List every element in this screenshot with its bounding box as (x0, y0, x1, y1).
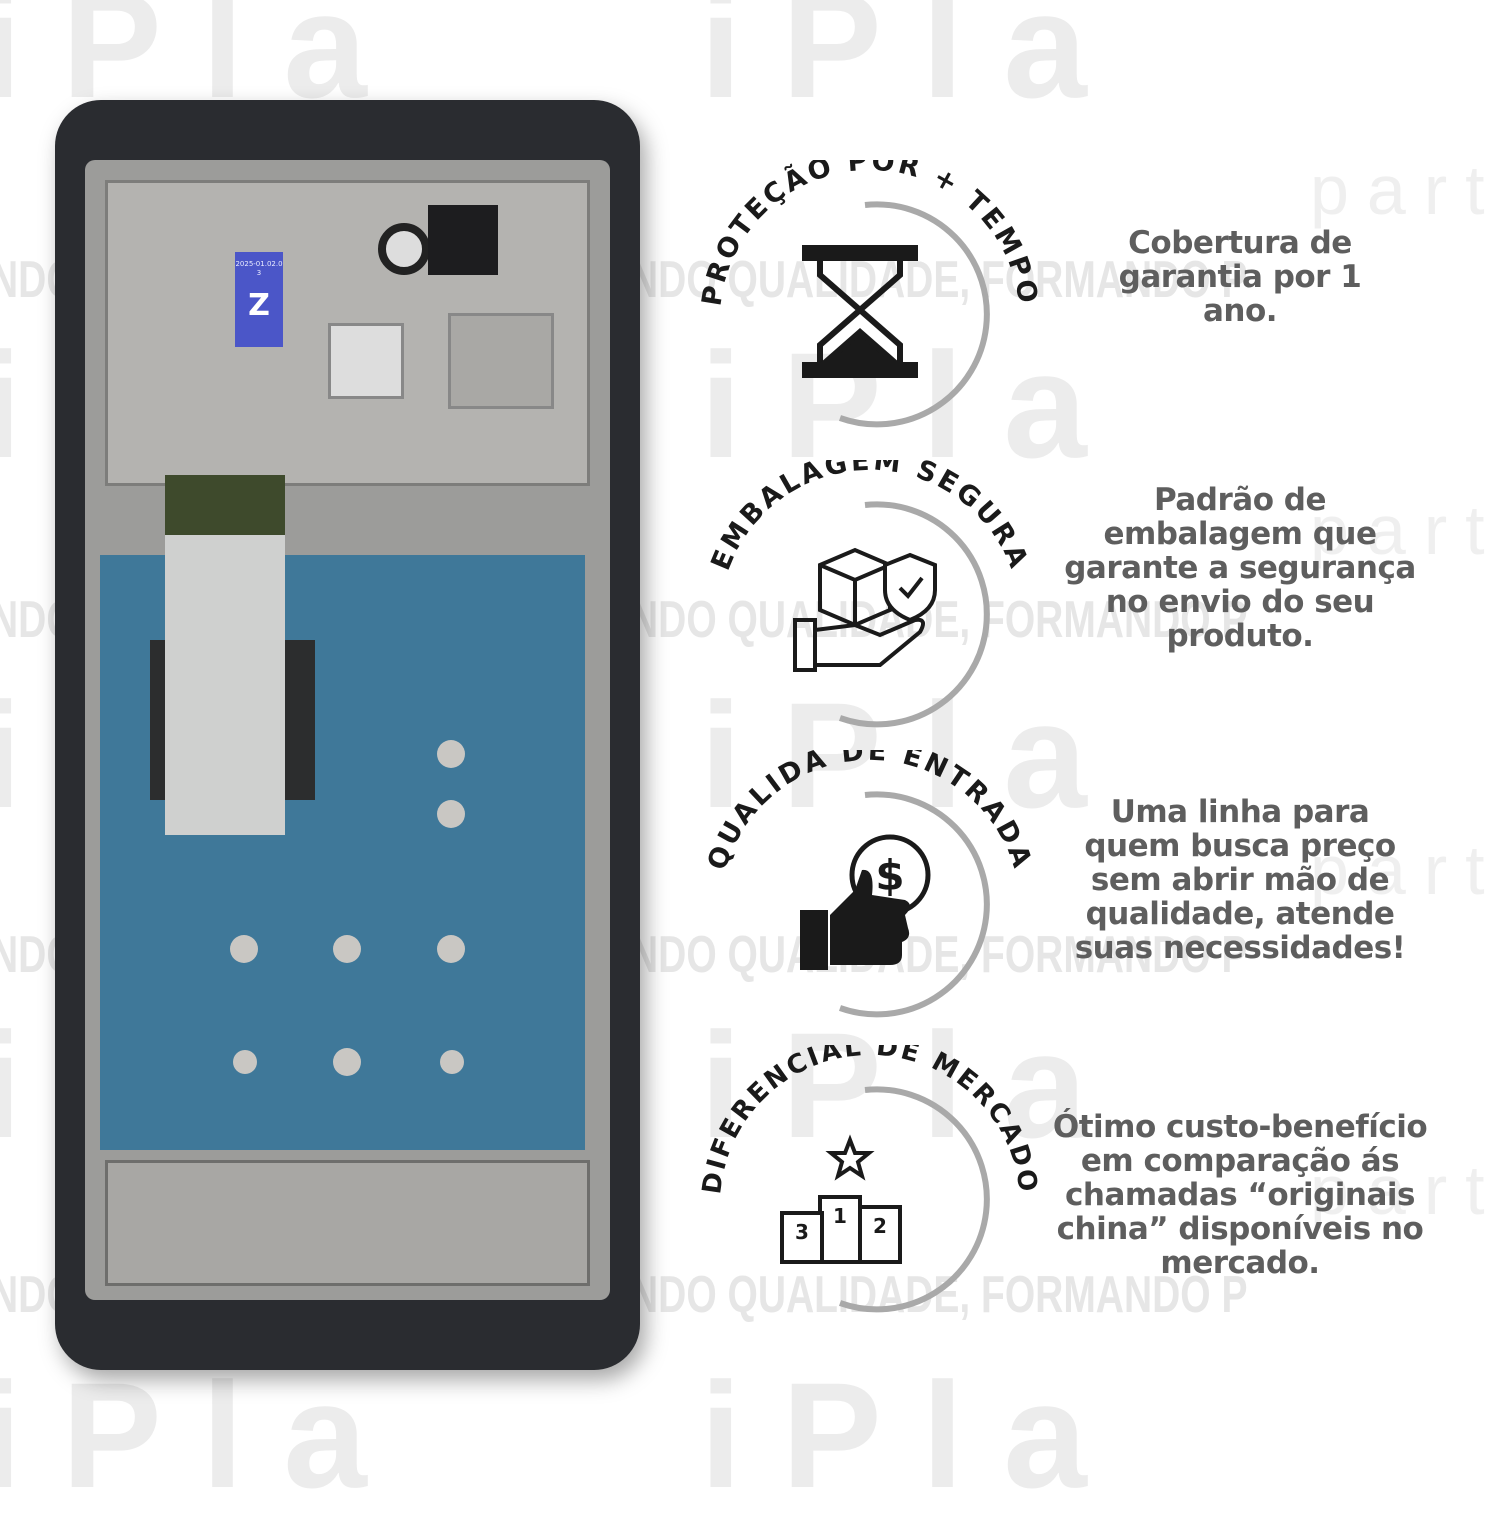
arc-decoration (838, 201, 990, 428)
desc-line: mercado. (1160, 1245, 1320, 1281)
watermark-parts: parts (1310, 1151, 1485, 1229)
panel-dot (437, 800, 465, 828)
secure-package-icon (793, 547, 937, 672)
desc-line: no envio do seu (1105, 584, 1375, 620)
badge-protection: PROTEÇÃO POR + TEMPO (696, 160, 1043, 428)
desc-line: Cobertura de (1128, 225, 1352, 261)
bottom-board (105, 1160, 590, 1286)
badge-title: PROTEÇÃO POR + TEMPO (696, 160, 1040, 308)
lcd-display-product: 2025-01.02.03 Z (55, 100, 640, 1370)
panel-dot (333, 935, 361, 963)
thumbs-up-dollar-icon: $ (800, 834, 931, 970)
svg-text:DIFERENCIAL DE MERCADO: DIFERENCIAL DE MERCADO (697, 1045, 1043, 1196)
watermark-slogan: NDO QUALIDADE, FORMANDO P (630, 251, 1248, 309)
panel-dot (333, 1048, 361, 1076)
arc-decoration (838, 791, 990, 1018)
watermark-slogan: NDO QUALIDADE, FORMANDO P (630, 926, 1248, 984)
watermark-logo: iPla (0, 1351, 407, 1519)
watermark-logo: iPla (700, 1351, 1127, 1519)
desc-line: suas necessidades! (1074, 930, 1406, 966)
badge-entry-quality: QUALIDA DE ENTRADA $ (702, 750, 1035, 1018)
badge-title: DIFERENCIAL DE MERCADO (697, 1045, 1040, 1196)
panel-dot (437, 935, 465, 963)
watermark-parts: parts (1310, 491, 1485, 569)
desc-line: quem busca preço (1084, 828, 1396, 864)
upper-shield (105, 180, 590, 486)
watermark-logo: iPla (700, 1001, 1127, 1169)
product-label: 2025-01.02.03 Z (235, 252, 283, 347)
podium-third: 3 (795, 1220, 809, 1244)
shield-pad (328, 323, 404, 399)
desc-line: garantia por 1 (1118, 259, 1362, 295)
podium-second: 2 (873, 1214, 887, 1238)
feature-description-market: Ótimo custo-benefício em comparação ás c… (1010, 1110, 1470, 1280)
mid-frame: 2025-01.02.03 Z (85, 160, 610, 1300)
arc-decoration (838, 1086, 990, 1313)
watermark-slogan: NDO QUALIDADE, FORMANDO P (630, 1266, 1248, 1324)
svg-text:PROTEÇÃO POR + TEMPO: PROTEÇÃO POR + TEMPO (696, 160, 1043, 308)
panel-dot (437, 740, 465, 768)
desc-line: ano. (1202, 293, 1278, 329)
watermark-logo: iPla (700, 671, 1127, 839)
badge-market-differential: DIFERENCIAL DE MERCADO 1 2 3 (697, 1045, 1043, 1313)
label-date-text: 2025-01.02.03 (235, 260, 283, 277)
feature-description-protection: Cobertura de garantia por 1 ano. (1010, 226, 1470, 328)
watermark-parts: parts (1310, 151, 1485, 229)
badge-packaging: EMBALAGEM SEGURA (705, 460, 1032, 728)
feature-description-entry-quality: Uma linha para quem busca preço sem abri… (1010, 795, 1470, 965)
desc-line: Padrão de (1153, 482, 1327, 518)
desc-line: em comparação ás (1080, 1143, 1400, 1179)
desc-line: Uma linha para (1110, 794, 1370, 830)
desc-line: Ótimo custo-benefício (1052, 1109, 1428, 1145)
watermark-logo: iPla (700, 0, 1127, 129)
desc-line: china” disponíveis no (1056, 1211, 1424, 1247)
panel-dot (440, 1050, 464, 1074)
arc-decoration (838, 501, 990, 728)
hourglass-icon (802, 245, 918, 378)
svg-text:$: $ (875, 851, 904, 900)
desc-line: produto. (1166, 618, 1314, 654)
desc-line: sem abrir mão de (1090, 862, 1390, 898)
panel-dot (230, 935, 258, 963)
desc-line: qualidade, atende (1085, 896, 1395, 932)
desc-line: embalagem que (1103, 516, 1377, 552)
feature-description-packaging: Padrão de embalagem que garante a segura… (1010, 483, 1470, 653)
shield-pad (448, 313, 554, 409)
desc-line: garante a segurança (1064, 550, 1416, 586)
earpiece (428, 205, 498, 275)
flex-cable (165, 475, 285, 835)
podium-first: 1 (833, 1204, 847, 1228)
watermark-logo: iPla (700, 321, 1127, 489)
desc-line: chamadas “originais (1065, 1177, 1415, 1213)
watermark-slogan: NDO QUALIDADE, FORMANDO P (630, 591, 1248, 649)
panel-dot (233, 1050, 257, 1074)
watermark-parts: parts (1310, 831, 1485, 909)
camera-hole (378, 223, 430, 275)
podium-star-icon: 1 2 3 (780, 1134, 902, 1264)
label-logo: Z (248, 288, 270, 323)
